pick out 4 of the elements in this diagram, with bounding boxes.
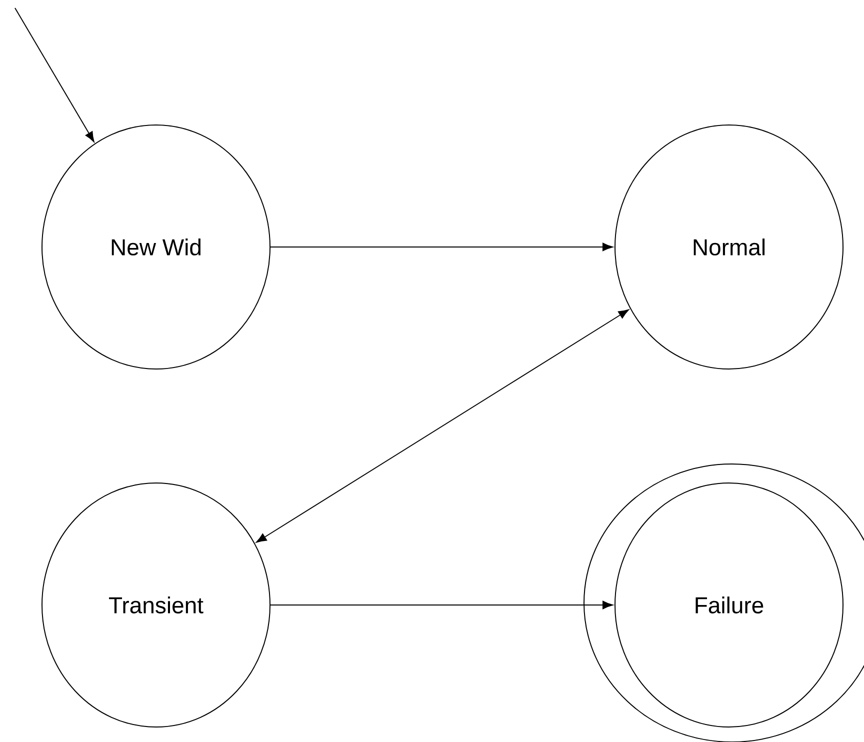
arrow [270, 242, 613, 252]
arrow [14, 8, 94, 142]
arrow [270, 600, 613, 610]
arrow [256, 309, 629, 543]
